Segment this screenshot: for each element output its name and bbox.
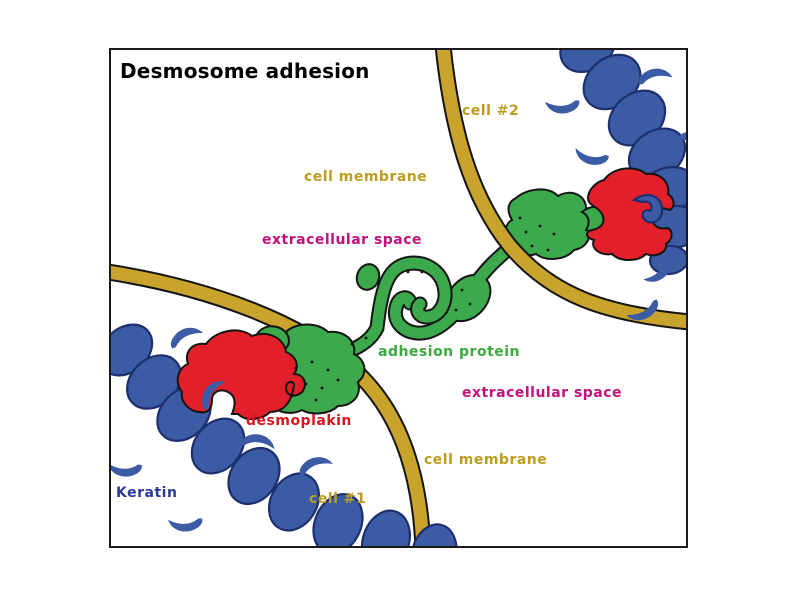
adhesion-upper-head bbox=[505, 188, 593, 260]
label-extracellular-space-top: extracellular space bbox=[262, 232, 423, 248]
keratin-hooks bbox=[201, 193, 664, 412]
stipple-dots bbox=[290, 216, 556, 402]
cell2-membrane bbox=[434, 49, 687, 331]
label-cell-membrane-top: cell membrane bbox=[304, 169, 428, 185]
label-cell-1: cell #1 bbox=[309, 491, 367, 507]
label-desmoplakin: desmoplakin bbox=[246, 413, 352, 429]
cell2-membrane-band bbox=[436, 49, 687, 329]
label-cell-membrane-bottom: cell membrane bbox=[424, 452, 548, 468]
diagram-title: Desmosome adhesion bbox=[120, 59, 370, 83]
label-adhesion-protein: adhesion protein bbox=[378, 344, 521, 360]
label-cell-2: cell #2 bbox=[462, 103, 520, 119]
adhesion-lower-ear bbox=[355, 263, 381, 291]
diagram-border bbox=[109, 48, 688, 548]
adhesion-upper-arm bbox=[389, 238, 520, 339]
label-keratin: Keratin bbox=[116, 485, 178, 501]
desmoplakin-upper-shape bbox=[586, 167, 675, 261]
keratin-filament-lower bbox=[110, 320, 458, 547]
keratin-hook-upper bbox=[631, 193, 664, 224]
adhesion-lower-arm bbox=[328, 257, 451, 362]
desmoplakin-upper bbox=[586, 167, 675, 261]
label-extracellular-space-bottom: extracellular space bbox=[462, 385, 623, 401]
